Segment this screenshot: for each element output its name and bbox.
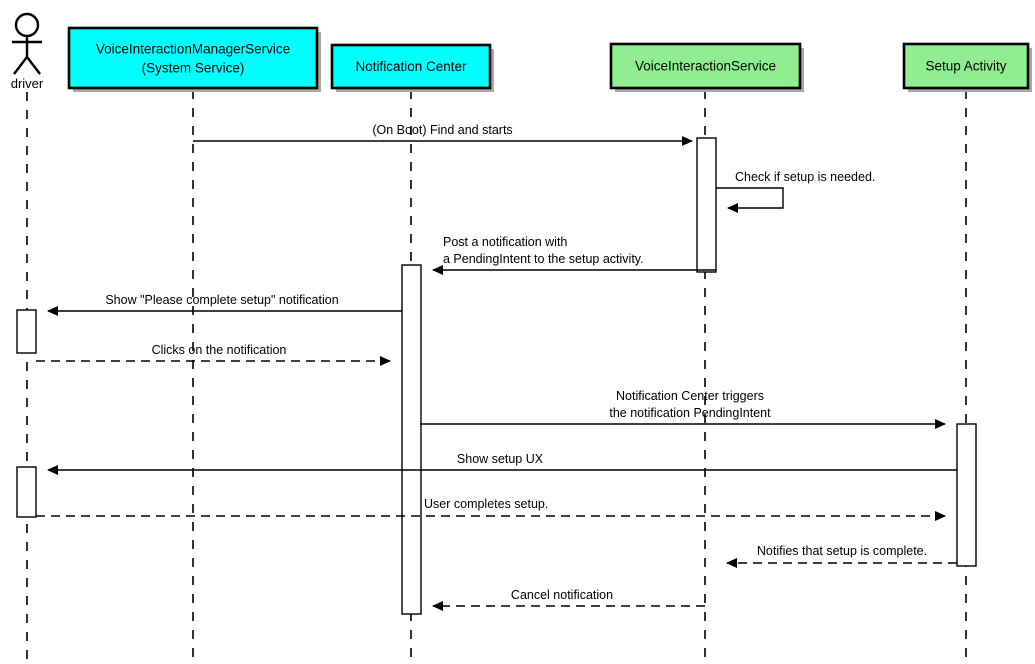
participant-vims[interactable]: VoiceInteractionManagerService (System S…	[67, 26, 321, 92]
participant-box-setup[interactable]	[902, 42, 1030, 90]
activation-bar-driver-2	[16, 466, 37, 518]
message-arrow-m2-self	[716, 187, 784, 213]
message-user-completes-setup[interactable]: User completes setup.	[36, 497, 946, 521]
message-check-if-setup-is-needed[interactable]: Check if setup is needed.	[716, 170, 875, 213]
participant-setup[interactable]: Setup Activity	[902, 42, 1032, 92]
activation-bars-group	[16, 137, 977, 615]
message-notification-center-triggers-pendingintent[interactable]: Notification Center triggers the notific…	[420, 389, 946, 429]
participant-label-vis: VoiceInteractionService	[635, 59, 776, 74]
activation-bar-setup	[956, 423, 977, 567]
message-post-a-notification[interactable]: Post a notification with a PendingIntent…	[432, 235, 716, 275]
participant-box-notifcenter[interactable]	[330, 43, 492, 90]
participant-vis[interactable]: VoiceInteractionService	[609, 42, 804, 92]
message-show-setup-ux[interactable]: Show setup UX	[47, 452, 957, 475]
message-label-m5: Clicks on the notification	[152, 343, 287, 357]
message-cancel-notification[interactable]: Cancel notification	[432, 588, 705, 611]
message-show-please-complete-setup-notification[interactable]: Show "Please complete setup" notificatio…	[47, 293, 402, 316]
message-label-m10: Cancel notification	[511, 588, 613, 602]
message-label-m2: Check if setup is needed.	[735, 170, 875, 184]
message-label-m1: (On Boot) Find and starts	[372, 123, 512, 137]
actor-leg-left-icon	[13, 56, 28, 75]
participant-label-vims-line2: (System Service)	[142, 61, 245, 76]
activation-bar-notifcenter	[401, 264, 422, 615]
activation-bar-vis	[696, 137, 717, 273]
actor-head-icon	[14, 12, 40, 38]
participant-label-notifcenter: Notification Center	[355, 59, 467, 74]
participant-label-driver: driver	[11, 76, 44, 91]
activation-bar-driver-1	[16, 309, 37, 354]
message-label-m8: User completes setup.	[424, 497, 548, 511]
message-clicks-on-the-notification[interactable]: Clicks on the notification	[36, 343, 391, 366]
message-label-m7: Show setup UX	[457, 452, 544, 466]
message-label-m4: Show "Please complete setup" notificatio…	[105, 293, 338, 307]
message-label-m6-line2: the notification PendingIntent	[609, 406, 771, 420]
actor-leg-right-icon	[26, 56, 41, 75]
message-label-m6-line1: Notification Center triggers	[616, 389, 764, 403]
participant-box-vims[interactable]	[67, 26, 319, 90]
participant-notifcenter[interactable]: Notification Center	[330, 43, 494, 92]
participant-box-vis[interactable]	[609, 42, 802, 90]
message-label-m3-line1: Post a notification with	[443, 235, 567, 249]
participant-label-setup: Setup Activity	[925, 59, 1006, 74]
participant-driver[interactable]: driver	[11, 12, 44, 91]
message-label-m3-line2: a PendingIntent to the setup activity.	[443, 252, 644, 266]
message-on-boot-find-and-starts[interactable]: (On Boot) Find and starts	[193, 123, 693, 146]
participant-label-vims-line1: VoiceInteractionManagerService	[96, 42, 290, 57]
message-label-m9: Notifies that setup is complete.	[757, 544, 927, 558]
message-notifies-that-setup-is-complete[interactable]: Notifies that setup is complete.	[726, 544, 957, 568]
